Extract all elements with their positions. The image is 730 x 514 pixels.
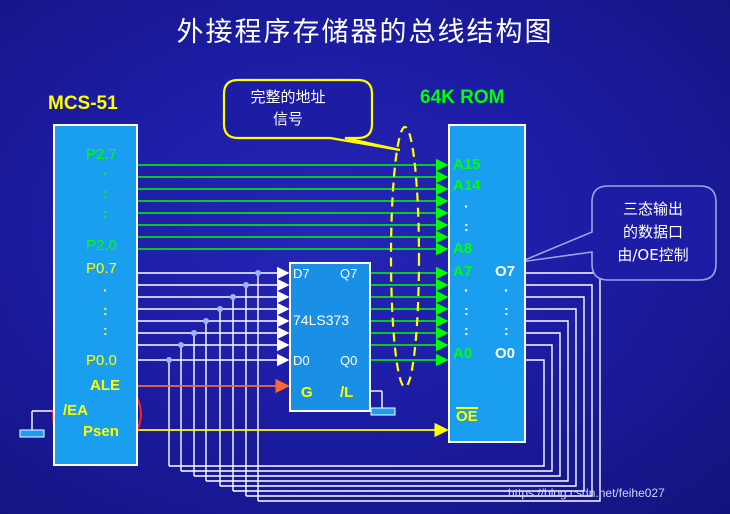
pin-a0: A0 xyxy=(453,345,473,362)
callout-output-bubble xyxy=(519,185,717,281)
pin-o7: O7 xyxy=(495,263,516,280)
latch-ground-block xyxy=(370,407,396,416)
ea-ground-symbol xyxy=(31,410,53,430)
data-bus-tap-dots xyxy=(166,270,261,363)
address-low-bus xyxy=(369,266,449,367)
address-bus-ellipse xyxy=(389,125,421,389)
callout-address-bubble xyxy=(222,78,401,152)
pin-a-high-ellipsis: ·: xyxy=(464,198,469,234)
pin-o0: O0 xyxy=(495,345,516,362)
data-bus-to-latch xyxy=(136,266,290,367)
pin-a-low-ellipsis: ·:: xyxy=(464,282,469,338)
diagram-title: 外接程序存储器的总线结构图 xyxy=(176,17,554,48)
rom-chip xyxy=(448,124,526,443)
pin-p0-ellipsis: ·:: xyxy=(103,282,108,338)
pin-ale: ALE xyxy=(90,377,120,394)
latch-74ls373-chip xyxy=(289,262,371,412)
callout-output-text: 三态输出 的数据口 由/OE控制 xyxy=(603,198,703,267)
pin-p20: P2.0 xyxy=(86,237,117,254)
pin-q7: Q7 xyxy=(340,266,358,281)
rom-label: 64K ROM xyxy=(420,87,505,108)
ea-ground-block xyxy=(19,429,45,438)
pin-d0: D0 xyxy=(293,353,310,368)
pin-g: G xyxy=(301,384,313,401)
callout-address-line2: 信号 xyxy=(272,110,303,128)
mcs51-label: MCS-51 xyxy=(48,93,118,114)
data-bus-taps xyxy=(168,273,259,501)
callout-output-line3: 由/OE控制 xyxy=(617,246,689,264)
pin-l: /L xyxy=(340,384,354,401)
pin-ea: /EA xyxy=(63,402,89,419)
pin-a14: A14 xyxy=(453,177,481,194)
pin-d7: D7 xyxy=(293,266,310,281)
pin-p00: P0.0 xyxy=(86,352,117,369)
pin-a7: A7 xyxy=(453,263,473,280)
pin-p27: P2.7 xyxy=(86,146,117,163)
callout-address-text: 完整的地址 信号 xyxy=(228,86,348,130)
pin-a15: A15 xyxy=(453,156,481,173)
pin-p2-ellipsis: ·:: xyxy=(103,165,108,221)
pin-o-ellipsis: ·:: xyxy=(504,282,509,338)
latch-label: 74LS373 xyxy=(293,312,350,328)
callout-address-line1: 完整的地址 xyxy=(250,88,326,106)
data-bus-return xyxy=(169,272,601,502)
callout-output-line1: 三态输出 xyxy=(622,200,683,218)
pin-q0: Q0 xyxy=(340,353,358,368)
mcs51-chip xyxy=(53,124,138,466)
watermark: https://blog.csdn.net/feihe027 xyxy=(508,486,665,500)
pin-a8: A8 xyxy=(453,240,473,257)
address-high-bus xyxy=(136,158,449,256)
pin-psen: Psen xyxy=(83,423,119,440)
callout-output-line2: 的数据口 xyxy=(622,223,683,241)
pin-oe: OE xyxy=(456,407,478,425)
pin-p07: P0.7 xyxy=(86,260,117,277)
